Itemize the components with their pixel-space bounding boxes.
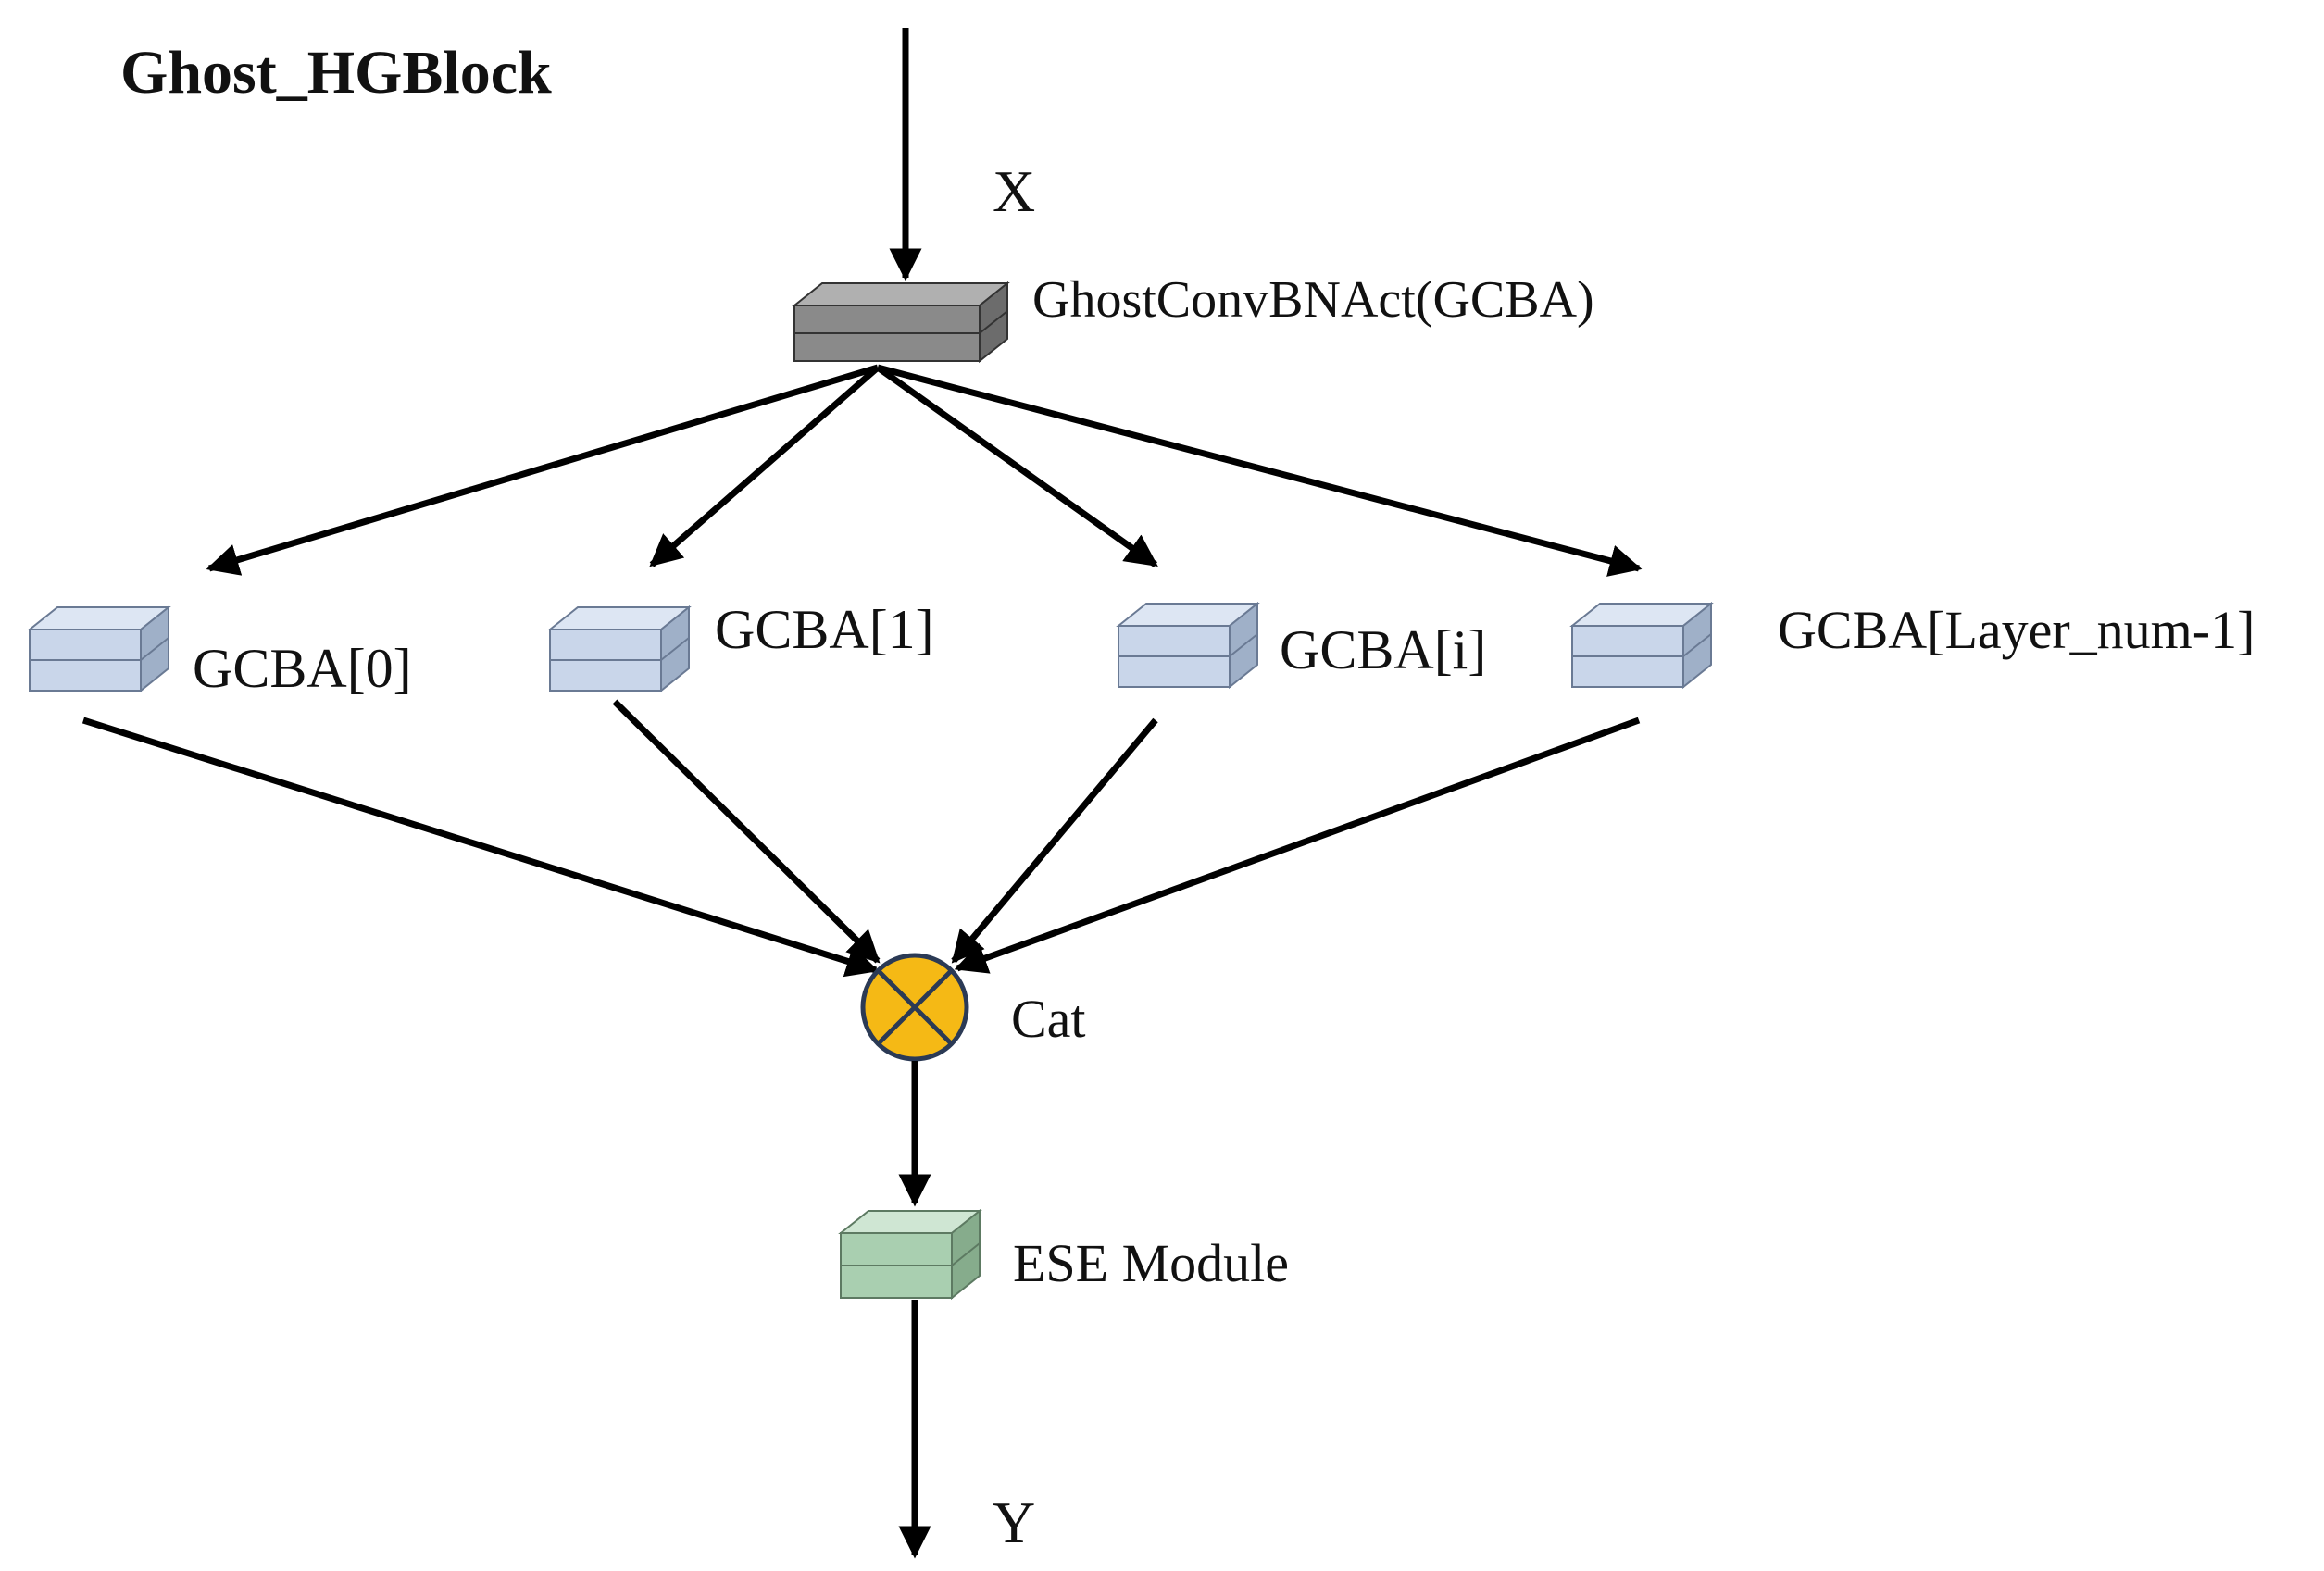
edge-gcba0-to-cat bbox=[81, 717, 880, 978]
edge-stem-to-gcba1 bbox=[649, 365, 881, 567]
ese-module-label: ESE Module bbox=[1013, 1233, 1289, 1293]
output-label-y: Y bbox=[993, 1490, 1035, 1555]
gcba-last-label: GCBA[Layer_num-1] bbox=[1778, 600, 2255, 660]
gcba-i-label: GCBA[i] bbox=[1280, 619, 1486, 680]
edge-gcba-last-to-cat bbox=[954, 717, 1641, 974]
gcba-last-block bbox=[1569, 601, 1714, 690]
gcba-stem-label: GhostConvBNAct(GCBA) bbox=[1032, 271, 1594, 329]
gcba-1-label: GCBA[1] bbox=[715, 599, 934, 660]
concat-node bbox=[860, 953, 969, 1062]
ese-module-block bbox=[838, 1208, 982, 1301]
input-label-x: X bbox=[993, 158, 1035, 224]
gcba-i-block bbox=[1116, 601, 1260, 690]
gcba-1-block bbox=[547, 605, 692, 693]
diagram-title: Ghost_HGBlock bbox=[120, 39, 552, 106]
edge-gcba1-to-cat bbox=[612, 699, 881, 964]
gcba-stem-block bbox=[792, 281, 1010, 364]
edge-stem-to-gcba-last bbox=[877, 364, 1643, 577]
concat-label: Cat bbox=[1011, 989, 1086, 1049]
gcba-0-block bbox=[27, 605, 171, 693]
edge-stem-to-gcbai bbox=[875, 365, 1158, 567]
gcba-0-label: GCBA[0] bbox=[193, 638, 412, 699]
edge-gcbai-to-cat bbox=[951, 717, 1158, 964]
edge-stem-to-gcba0 bbox=[206, 364, 880, 576]
